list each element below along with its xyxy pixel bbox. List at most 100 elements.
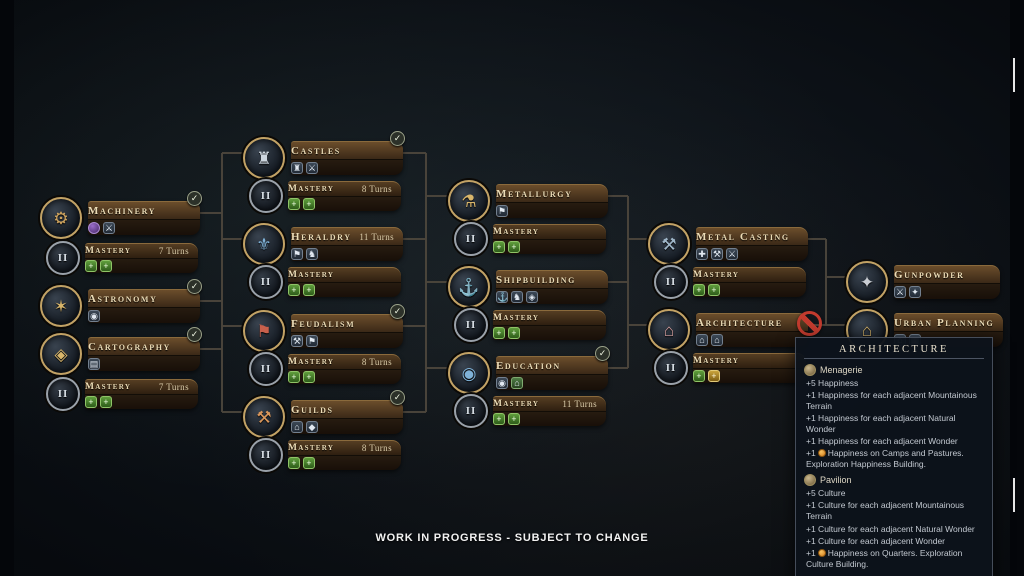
metallurgy-icon: ⚗ (461, 191, 477, 211)
tech-node-education[interactable]: ◉Education◉⌂✓ (448, 346, 610, 394)
bonus-plus-icon: + (100, 260, 112, 272)
shipbuilding-mastery-ring: II (454, 308, 488, 342)
node-title: Heraldry (291, 230, 352, 243)
tech-node-astronomy[interactable]: ✶Astronomy◉✓ (40, 279, 202, 327)
forge-icon: ⚒ (711, 247, 723, 260)
bonus-plus-icon: + (288, 198, 300, 210)
trebuchet-icon: ⚔ (306, 161, 318, 174)
tech-node-metal-casting[interactable]: ⚒Metal Casting✚⚒⚔ (648, 223, 808, 265)
bonus-plus-icon: + (303, 284, 315, 296)
education-icon: ◉ (461, 363, 477, 383)
machinery-ring: ⚙ (40, 197, 82, 239)
serfdom-icon: ⚒ (291, 334, 303, 347)
gunpowder-unlocks-row: ⚔✦ (894, 284, 1000, 299)
architecture-unlocks-row: ⌂⌂ (696, 332, 808, 347)
node-title: Machinery (88, 204, 157, 217)
bonus-plus-icon: + (708, 284, 720, 296)
tech-node-gunpowder[interactable]: ✦Gunpowder⚔✦ (846, 261, 1000, 303)
tech-node-metallurgy[interactable]: ⚗Metallurgy⚑ (448, 180, 608, 222)
bonus-plus-icon: + (288, 457, 300, 469)
heraldry-mastery-title-row: Mastery (288, 267, 401, 283)
guilds-mastery-unlocks-row: ++ (288, 456, 401, 470)
tech-node-architecture[interactable]: ⌂Architecture⌂⌂ (648, 309, 822, 351)
castles-unlocks-row: ♜⚔ (291, 160, 403, 175)
gunpowder-title-row: Gunpowder (894, 265, 1000, 284)
tech-node-machinery[interactable]: ⚙Machinery⚔✓ (40, 191, 202, 239)
mastery-ii-icon: II (260, 189, 272, 202)
metal-casting-mastery-title-row: Mastery (693, 267, 806, 283)
metallurgy-mastery-banner: Mastery++ (475, 224, 606, 254)
tech-node-shipbuilding[interactable]: ⚓Shipbuilding⚓♞◈ (448, 266, 608, 308)
completed-checkmark-icon: ✓ (595, 346, 610, 361)
bonus-plus-icon: + (493, 327, 505, 339)
effect-text: +1 Culture for each adjacent Wonder (806, 535, 945, 546)
tech-node-feudalism[interactable]: ⚑Feudalism⚒⚑✓ (243, 304, 405, 352)
bonus-plus-icon: + (303, 371, 315, 383)
node-title: Metallurgy (496, 187, 573, 200)
mastery-ii-icon: II (465, 404, 477, 417)
scrollbar-mark-bottom[interactable] (1013, 478, 1015, 512)
gunpowder-ring: ✦ (846, 261, 888, 303)
node-title: Guilds (291, 403, 334, 416)
shipbuilding-mastery-unlocks-row: ++ (493, 326, 606, 340)
bonus-plus-icon: + (288, 371, 300, 383)
mastery-ii-icon: II (260, 448, 272, 461)
powder-icon: ✦ (909, 285, 921, 298)
astronomy-banner: Astronomy◉ (66, 289, 200, 323)
turns-label: 8 Turns (361, 357, 392, 367)
node-title: Mastery (288, 270, 335, 280)
metallurgy-title-row: Metallurgy (496, 184, 608, 203)
bonus-plus-icon: + (693, 370, 705, 382)
feudalism-unlocks-row: ⚒⚑ (291, 333, 403, 348)
castles-mastery-title-row: Mastery 8 Turns (288, 181, 401, 197)
happiness-icon (817, 449, 826, 458)
node-title: Mastery (288, 184, 335, 194)
shipbuilding-ring: ⚓ (448, 266, 490, 308)
machinery-mastery-ring: II (46, 241, 80, 275)
node-title: Architecture (696, 316, 783, 329)
mastery-ii-icon: II (665, 275, 677, 288)
castles-ring: ♜ (243, 137, 285, 179)
node-title: Urban Planning (894, 316, 995, 329)
tooltip-effect-line: +5 Happiness (806, 378, 984, 389)
node-title: Mastery (493, 227, 540, 237)
education-unlocks-row: ◉⌂ (496, 375, 608, 390)
tooltip-title: ARCHITECTURE (804, 344, 984, 359)
tech-node-cartography[interactable]: ◈Cartography▤✓ (40, 327, 202, 375)
gunpowder-banner: Gunpowder⚔✦ (872, 265, 1000, 299)
effect-text: +1 Culture for each adjacent Mountainous… (806, 500, 965, 522)
tech-node-guilds[interactable]: ⚒Guilds⌂◆✓ (243, 390, 405, 438)
wip-banner: WORK IN PROGRESS - SUBJECT TO CHANGE (375, 532, 649, 544)
architecture-tooltip: ARCHITECTURE Menagerie+5 Happiness+1 Hap… (795, 337, 993, 576)
castles-icon: ♜ (256, 148, 272, 168)
feudalism-mastery-ring: II (249, 352, 283, 386)
tech-node-castles[interactable]: ♜Castles♜⚔✓ (243, 131, 405, 179)
scrollbar-mark-top[interactable] (1013, 58, 1015, 92)
metal-casting-banner: Metal Casting✚⚒⚔ (674, 227, 808, 261)
cartography-unlocks-row: ▤ (88, 356, 200, 371)
academy-icon: ◉ (496, 376, 508, 389)
architecture-mastery-banner: Mastery++ (675, 353, 806, 383)
turns-label: 8 Turns (361, 184, 392, 194)
right-letterbox (1010, 0, 1024, 576)
heraldry-icon: ⚜ (256, 234, 272, 254)
